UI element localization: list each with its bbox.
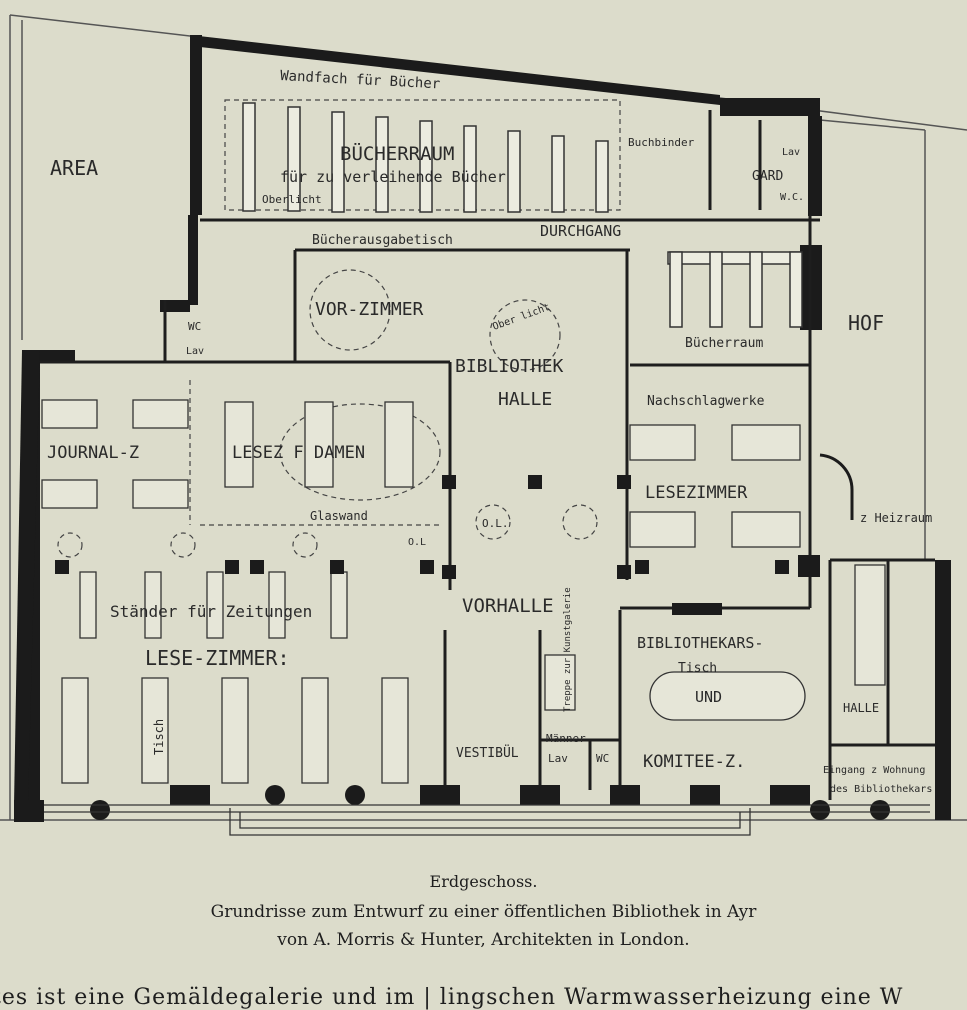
- label-lesez-damen: LESEZ F DAMEN: [232, 443, 365, 463]
- label-buecherraum-right: Bücherraum: [685, 336, 763, 351]
- floor-plan: AREA Wandfach für Bücher BÜCHERRAUM für …: [0, 14, 967, 836]
- label-buchbinder: Buchbinder: [628, 136, 695, 149]
- label-maenner: Männer: [546, 732, 586, 745]
- label-ausgabetisch: Bücherausgabetisch: [312, 233, 453, 248]
- label-lesezimmer-main: LESE-ZIMMER:: [145, 646, 290, 670]
- label-glaswand: Glaswand: [310, 509, 368, 523]
- furniture: [41, 399, 886, 784]
- label-oberlicht-hall: Ober licht: [491, 302, 551, 333]
- label-gard: GARD: [752, 169, 783, 184]
- label-wc-left: WC: [188, 320, 201, 333]
- label-lav-bottom: Lav: [548, 752, 568, 765]
- entrance-steps: [44, 804, 930, 836]
- label-eingang2: des Bibliothekars: [830, 784, 932, 795]
- label-komitee: KOMITEE-Z.: [643, 752, 745, 772]
- caption-title: Erdgeschoss.: [429, 872, 538, 891]
- label-halle: HALLE: [498, 389, 552, 410]
- label-vorhalle: VORHALLE: [462, 595, 554, 617]
- book-stacks: [242, 102, 803, 328]
- label-wc-top: W.C.: [780, 192, 804, 203]
- caption-line-2: von A. Morris & Hunter, Architekten in L…: [277, 930, 690, 950]
- label-area: AREA: [50, 156, 98, 180]
- caption-line-1: Grundrisse zum Entwurf zu einer öffentli…: [210, 902, 757, 922]
- label-oberlicht-top: Oberlicht: [262, 193, 322, 206]
- label-buecher-verleihen: für zu verleihende Bücher: [280, 168, 506, 186]
- stair-curve: [819, 453, 854, 520]
- label-heizraum: z Heizraum: [860, 511, 932, 525]
- label-eingang: Eingang z Wohnung: [823, 765, 925, 776]
- inner-walls: [40, 110, 935, 800]
- label-durchgang: DURCHGANG: [540, 222, 621, 240]
- label-lav-top: Lav: [782, 147, 800, 158]
- label-lesezimmer-right: LESEZIMMER: [645, 483, 748, 503]
- label-tisch-left: Tisch: [152, 719, 166, 755]
- label-halle-small: HALLE: [843, 701, 879, 715]
- label-tisch-center: Tisch: [678, 661, 717, 676]
- label-wc-bottom: WC: [596, 752, 609, 765]
- label-buecherraum-top: BÜCHERRAUM: [340, 142, 454, 165]
- label-journal: JOURNAL-Z: [47, 443, 139, 463]
- label-bibliothekars: BIBLIOTHEKARS-: [637, 634, 763, 652]
- label-wandfach: Wandfach für Bücher: [280, 68, 441, 92]
- label-ol-2: O.L: [408, 537, 426, 548]
- label-staender: Ständer für Zeitungen: [110, 602, 312, 621]
- label-hof: HOF: [848, 311, 884, 335]
- body-text-fragment: tes ist eine Gemäldegalerie und im | lin…: [0, 985, 904, 1010]
- label-vestibuel: VESTIBÜL: [456, 744, 519, 761]
- label-ol-1: O.L.: [482, 517, 509, 530]
- label-bibliothek: BIBLIOTHEK: [455, 356, 564, 377]
- label-treppe: Treppe zur Kunstgalerie: [563, 587, 573, 712]
- label-vorzimmer: VOR-ZIMMER: [315, 299, 424, 320]
- label-nachschlagwerke: Nachschlagwerke: [647, 394, 765, 409]
- label-und: UND: [695, 688, 722, 706]
- label-lav-left: Lav: [186, 346, 204, 357]
